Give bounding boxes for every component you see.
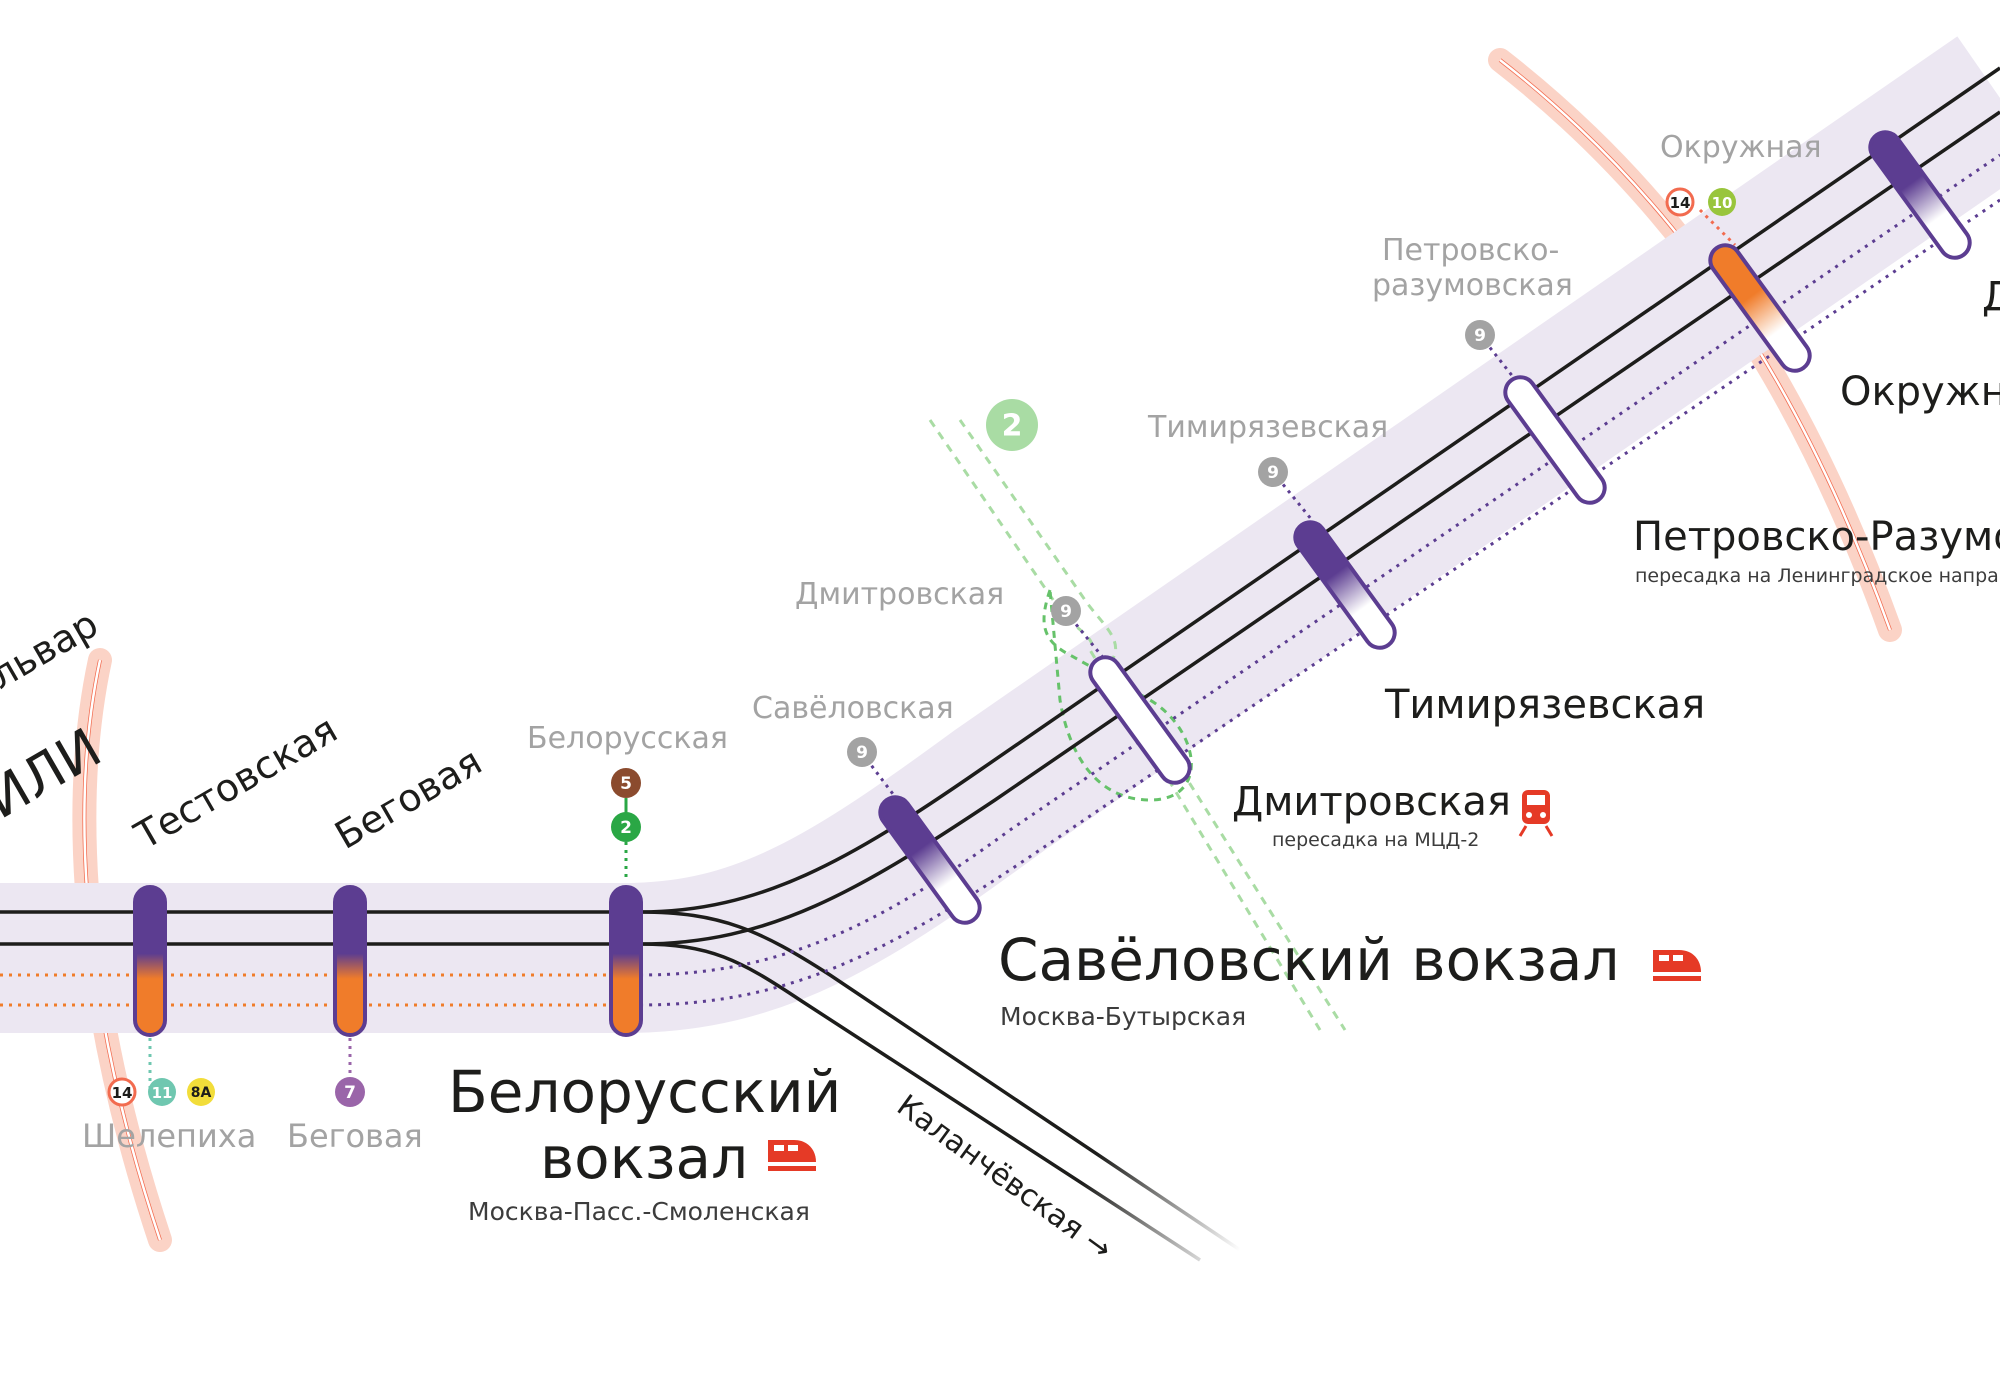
label-dmitrovskaya-metro: Дмитровская xyxy=(795,577,1004,612)
line-7-badge xyxy=(335,1077,365,1107)
svg-text:10: 10 xyxy=(1712,194,1733,212)
svg-text:14: 14 xyxy=(1670,194,1691,212)
label-belorussky-line2: вокзал xyxy=(540,1124,748,1192)
badges-dmitrovskaya: 9 xyxy=(1051,596,1081,626)
badges-okruzhnaya: 14 10 xyxy=(1665,187,1736,217)
line-corridor xyxy=(0,36,2000,1033)
label-belorusskaya: Белорусская xyxy=(527,721,728,756)
branch-kalanchevskaya xyxy=(639,910,1241,1262)
line-11-badge xyxy=(148,1078,176,1106)
line-9-badge xyxy=(1051,596,1081,626)
tracks xyxy=(0,66,2000,946)
badges-timiryazevskaya: 9 xyxy=(1258,457,1288,487)
svg-text:5: 5 xyxy=(620,774,632,794)
label-belorussky-line1: Белорусский xyxy=(448,1058,841,1126)
svg-text:9: 9 xyxy=(856,743,868,763)
line-5-badge xyxy=(611,768,641,798)
label-okruzhnaya-metro: Окружная xyxy=(1660,130,1822,165)
svg-text:11: 11 xyxy=(152,1084,173,1102)
label-testovskaya: Тестовская xyxy=(127,707,345,858)
label-okruzhnaya: Окружная xyxy=(1840,369,2000,415)
svg-text:9: 9 xyxy=(1060,602,1072,622)
svg-text:14: 14 xyxy=(112,1084,133,1102)
label-kalanchevskaya: Каланчёвская → xyxy=(890,1088,1118,1267)
line-9-badge xyxy=(847,737,877,767)
label-dmitrovskaya-sub: пересадка на МЦД-2 xyxy=(1272,829,1479,851)
line-9-badge xyxy=(1258,457,1288,487)
label-petrovsko-sub: пересадка на Ленинградское направление xyxy=(1635,565,2000,587)
label-savelovsky-sub: Москва-Бутырская xyxy=(1000,1002,1246,1031)
svg-text:8А: 8А xyxy=(191,1085,212,1101)
station-marker-dmitrovskaya[interactable] xyxy=(1084,651,1195,788)
badges-begovaya: 7 xyxy=(335,1077,365,1107)
dotted-tracks xyxy=(0,153,2000,1007)
label-petrovsko: Петровско-Разумовская xyxy=(1633,514,2000,560)
badges-petrovsko: 9 xyxy=(1465,320,1495,350)
label-petrovsko-metro-line1: Петровско- xyxy=(1382,233,1559,268)
label-timiryazevskaya: Тимирязевская xyxy=(1384,682,1705,728)
line-9-badge xyxy=(1465,320,1495,350)
label-begovaya: Беговая xyxy=(328,739,490,858)
svg-text:9: 9 xyxy=(1267,463,1279,483)
line-2-badge xyxy=(611,812,641,842)
label-petrovsko-metro-line2: разумовская xyxy=(1372,268,1573,303)
label-savelovsky: Савёловский вокзал xyxy=(998,926,1620,994)
station-marker-begovaya[interactable] xyxy=(333,885,367,1037)
station-marker-timiryazevskaya[interactable] xyxy=(1289,516,1400,653)
badges-savelovskaya: 9 xyxy=(847,737,877,767)
line-10-badge xyxy=(1708,188,1736,216)
station-marker-testovskaya[interactable] xyxy=(133,885,167,1037)
line-14-badge xyxy=(107,1077,137,1107)
label-shelepikha: Шелепиха xyxy=(82,1117,256,1155)
line-14-badge xyxy=(1665,187,1695,217)
svg-text:2: 2 xyxy=(1002,409,1023,444)
line-8a-badge xyxy=(187,1078,215,1106)
mcd2-badge: 2 xyxy=(986,399,1038,451)
svg-text:9: 9 xyxy=(1474,326,1486,346)
badges-shelepikha: 14 11 8А xyxy=(107,1077,215,1107)
rail-icon-savelovsky xyxy=(1653,950,1701,981)
commuter-train-icon-dmitrovskaya xyxy=(1518,790,1554,837)
station-marker-belorussky[interactable] xyxy=(609,885,643,1037)
label-timiryazevskaya-metro: Тимирязевская xyxy=(1147,410,1388,445)
station-marker-next[interactable] xyxy=(1864,126,1975,263)
station-marker-petrovsko[interactable] xyxy=(1499,371,1610,508)
svg-text:7: 7 xyxy=(344,1083,356,1103)
station-marker-okruzhnaya[interactable] xyxy=(1704,239,1815,376)
label-savelovskaya: Савёловская xyxy=(752,691,954,726)
label-next-station-partial: Д xyxy=(1982,274,2000,320)
station-marker-savelovsky[interactable] xyxy=(874,791,985,928)
badges-belorusskaya: 5 2 xyxy=(611,768,641,842)
label-belorussky-sub: Москва-Пасс.-Смоленская xyxy=(468,1197,810,1226)
label-begovaya-metro: Беговая xyxy=(287,1117,423,1155)
svg-text:2: 2 xyxy=(620,818,632,838)
rail-icon-belorussky xyxy=(768,1140,816,1171)
label-dmitrovskaya: Дмитровская xyxy=(1232,779,1511,825)
